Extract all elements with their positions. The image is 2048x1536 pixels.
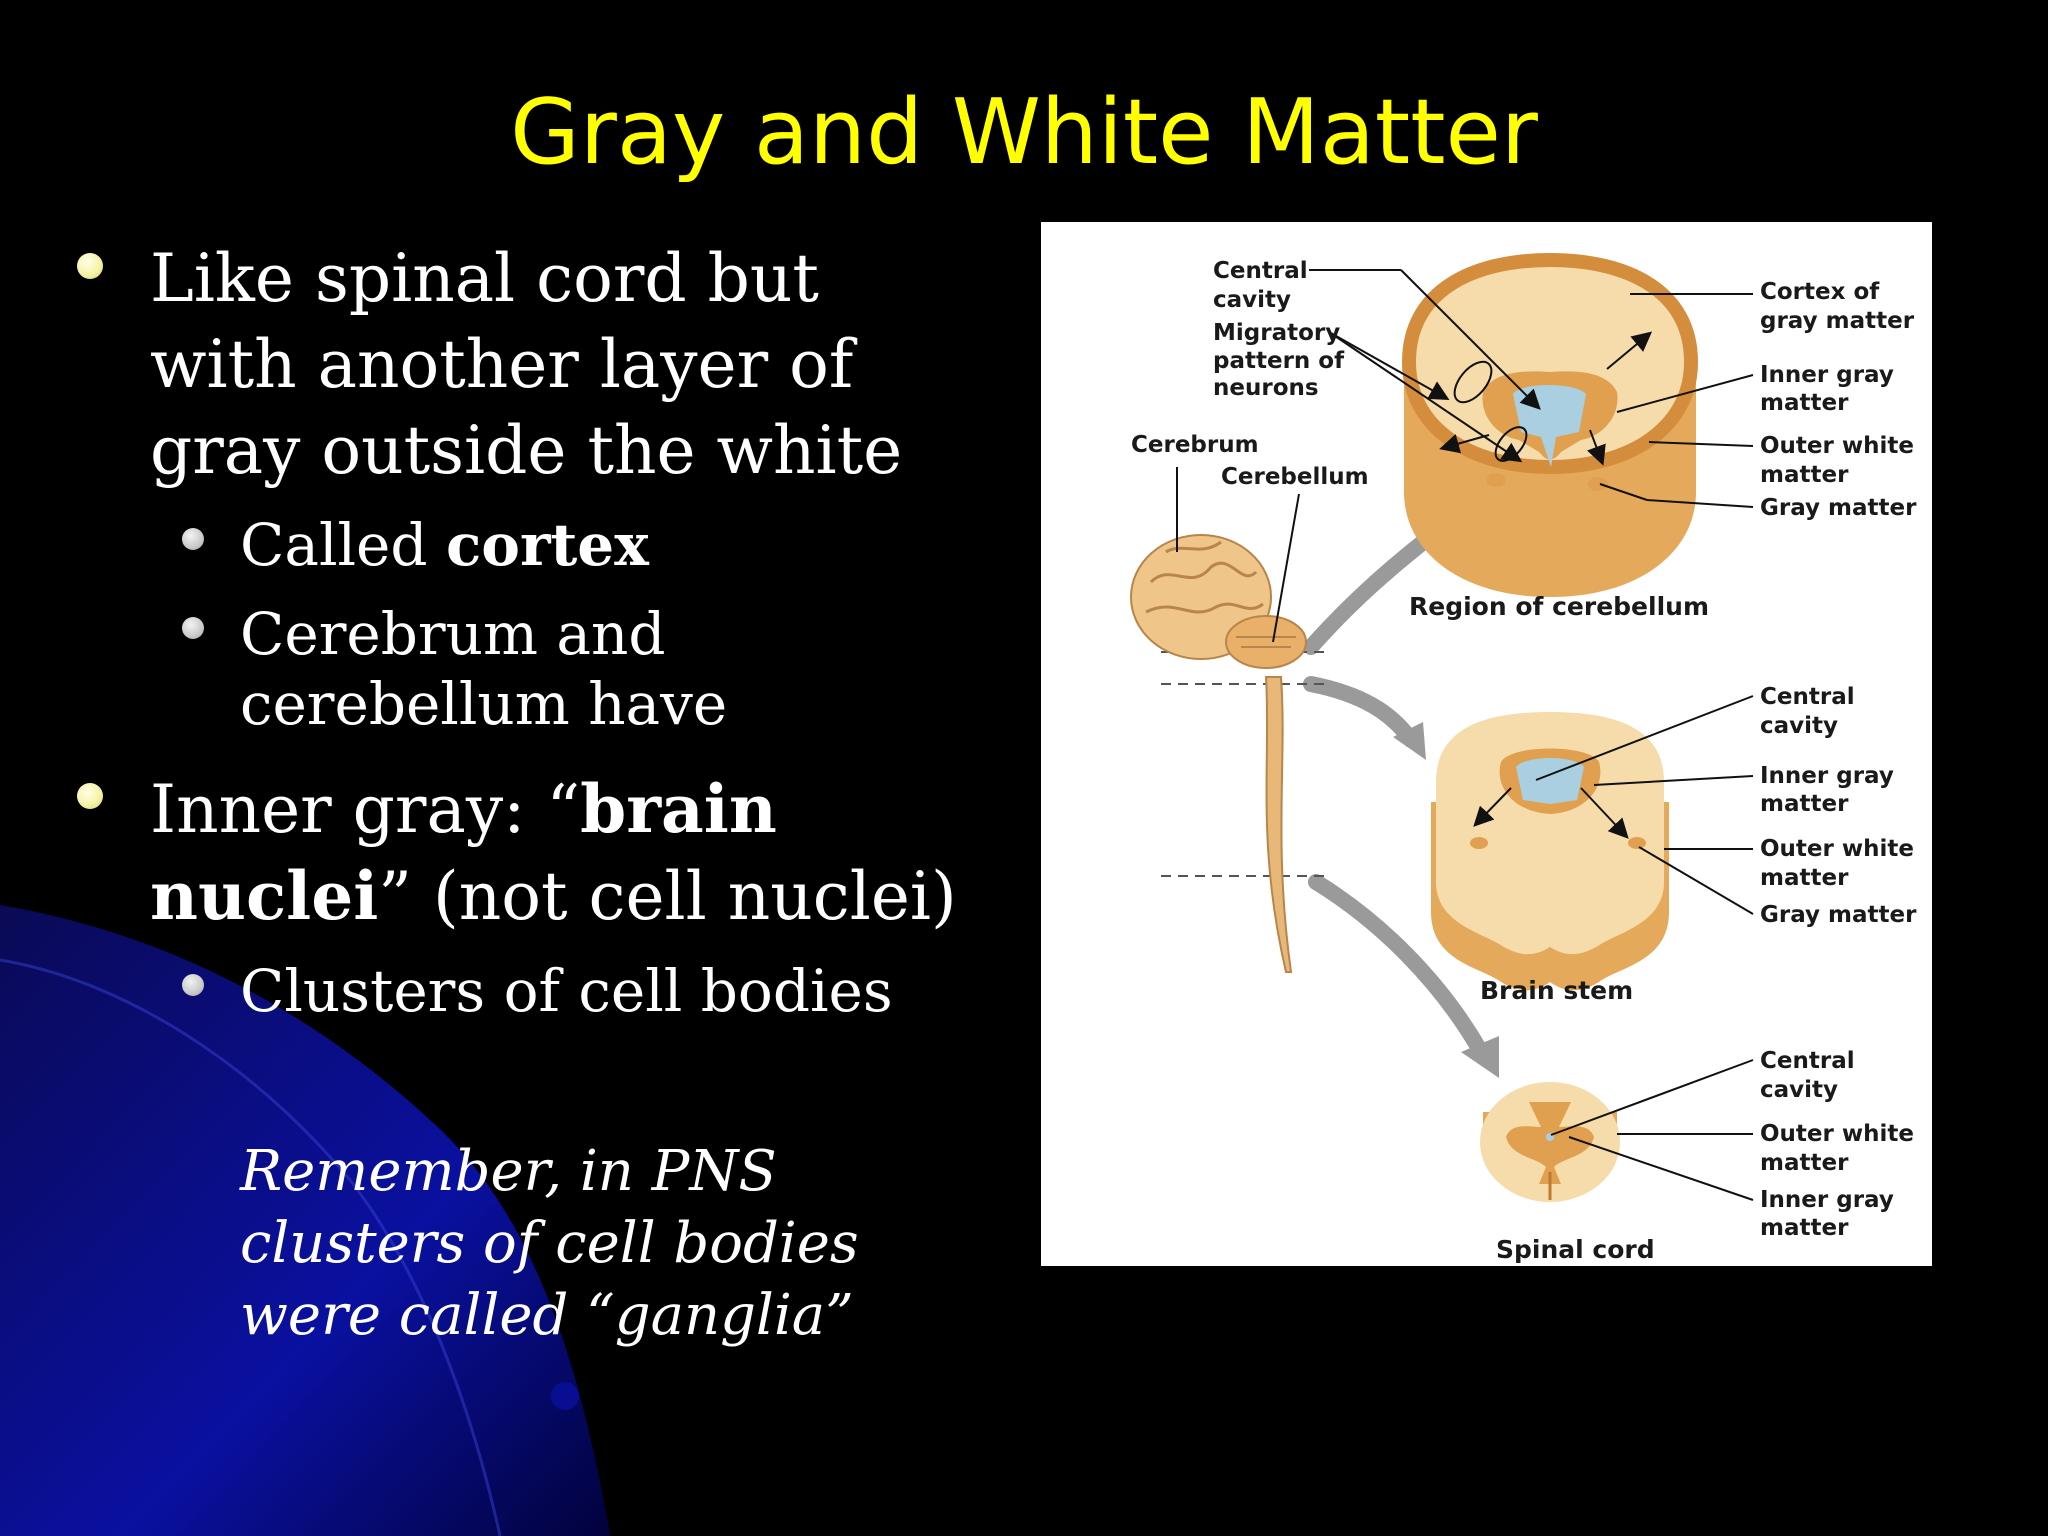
bullet-2-text: Inner gray: “brain nuclei” (not cell nuc…	[150, 766, 957, 940]
brain-stem-section	[1431, 712, 1669, 991]
label-inner-gray-matter: Inner gray	[1760, 362, 1894, 388]
bullet-marker	[77, 253, 103, 279]
transition-arrow	[1303, 676, 1419, 748]
label-outer-white-matter: Outer white	[1760, 1121, 1914, 1147]
transition-arrow	[1308, 874, 1489, 1060]
figure-illustration: Central cavity Migratory pattern of neur…	[1130, 252, 1917, 1264]
label-cerebellum: Cerebellum	[1221, 464, 1369, 490]
label-inner-gray-matter: matter	[1760, 791, 1849, 817]
label-inner-gray-matter: Inner gray	[1760, 763, 1894, 789]
sub-bullet-line-1: Cerebrum and	[240, 600, 666, 668]
label-central-cavity: cavity	[1213, 287, 1291, 313]
sub-bullet-clusters: Clusters of cell bodies	[240, 957, 893, 1025]
slide-title: Gray and White Matter	[510, 80, 1538, 185]
nuclei-term: nuclei	[150, 857, 379, 935]
bullet-1-line-2: with another layer of	[150, 326, 854, 403]
label-gray-matter: Gray matter	[1760, 495, 1917, 521]
bullet-2-line-1: Inner gray: “brain	[150, 766, 957, 853]
label-central-cavity: Central	[1760, 684, 1855, 710]
brain-drawing	[1130, 534, 1307, 973]
label-migratory-pattern: neurons	[1213, 375, 1319, 401]
caption-brain-stem: Brain stem	[1480, 976, 1633, 1005]
brain-spinal-cord-figure: Central cavity Migratory pattern of neur…	[1041, 222, 1932, 1266]
label-inner-gray-matter: matter	[1760, 390, 1849, 416]
bullet-2-text-post: ” (not cell nuclei)	[378, 858, 957, 935]
sub-bullet-text: Called	[240, 511, 446, 579]
caption-region-of-cerebellum: Region of cerebellum	[1409, 592, 1709, 621]
label-cortex-gray-matter: Cortex of	[1760, 279, 1880, 305]
brain-term: brain	[580, 770, 777, 848]
label-outer-white-matter: Outer white	[1760, 433, 1914, 459]
label-central-cavity: cavity	[1760, 1077, 1838, 1103]
label-migratory-pattern: Migratory	[1213, 320, 1340, 346]
transition-arrow	[1303, 524, 1444, 655]
label-outer-white-matter: matter	[1760, 1150, 1849, 1176]
bullet-1-line-1: Like spinal cord but	[150, 240, 819, 317]
label-outer-white-matter: matter	[1760, 865, 1849, 891]
sub-bullet-marker	[182, 974, 204, 996]
sub-bullet-marker	[182, 528, 204, 550]
label-central-cavity: Central	[1760, 1048, 1855, 1074]
bullet-1-line-3: gray outside the white	[150, 412, 903, 489]
cerebellum-section	[1401, 252, 1699, 597]
spinal-cord-section	[1480, 1082, 1620, 1202]
label-gray-matter: Gray matter	[1760, 902, 1917, 928]
transition-arrow-head	[1393, 722, 1426, 760]
transition-arrow-head	[1461, 1036, 1499, 1078]
bullet-1-text: Like spinal cord but with another layer …	[150, 236, 902, 494]
sub-bullet-line-2: cerebellum have	[240, 670, 728, 738]
label-outer-white-matter: matter	[1760, 462, 1849, 488]
sub-bullet-called-cortex: Called cortex	[240, 510, 649, 580]
note-line-1: Remember, in PNS	[240, 1139, 777, 1204]
label-central-cavity: Central	[1213, 258, 1308, 284]
label-outer-white-matter: Outer white	[1760, 836, 1914, 862]
caption-spinal-cord: Spinal cord	[1496, 1235, 1655, 1264]
label-migratory-pattern: pattern of	[1213, 348, 1345, 374]
label-inner-gray-matter: Inner gray	[1760, 1187, 1894, 1213]
sub-bullet-marker	[182, 617, 204, 639]
pns-note: Remember, in PNS clusters of cell bodies…	[240, 1136, 859, 1352]
note-line-2: clusters of cell bodies	[240, 1211, 859, 1276]
bullet-2-text-pre: Inner gray: “	[150, 771, 581, 848]
note-line-3: were called “ganglia”	[240, 1283, 854, 1348]
label-cerebrum: Cerebrum	[1131, 432, 1259, 458]
bullet-marker	[77, 783, 103, 809]
label-inner-gray-matter: matter	[1760, 1215, 1849, 1241]
sub-bullet-cerebrum-cerebellum: Cerebrum and cerebellum have	[240, 599, 727, 739]
cortex-term: cortex	[445, 511, 649, 579]
label-cortex-gray-matter: gray matter	[1760, 308, 1915, 334]
label-central-cavity: cavity	[1760, 713, 1838, 739]
bullet-2-line-2: nuclei” (not cell nuclei)	[150, 853, 957, 940]
